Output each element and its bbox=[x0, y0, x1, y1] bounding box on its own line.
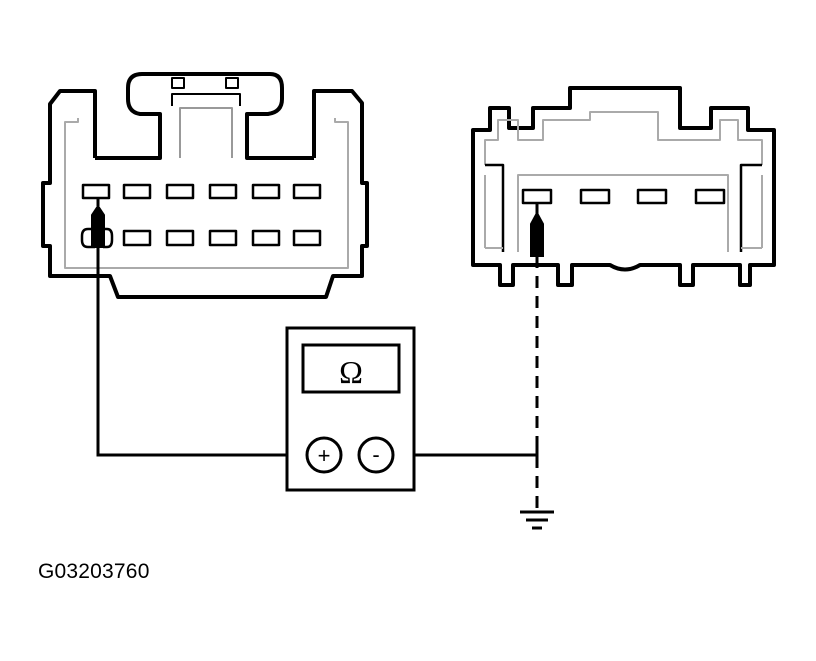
right-terminal-1 bbox=[521, 188, 553, 205]
left-connector bbox=[41, 72, 369, 299]
left-cavity-4 bbox=[208, 183, 238, 200]
left-connector-latch-window-2 bbox=[225, 77, 239, 89]
left-probe bbox=[91, 198, 105, 248]
negative-jack-label: - bbox=[372, 442, 379, 467]
right-connector-body bbox=[471, 86, 776, 287]
left-connector-body bbox=[41, 89, 369, 299]
left-cavity-7 bbox=[80, 227, 114, 249]
left-cavity-3 bbox=[165, 183, 195, 200]
left-cavity-10 bbox=[208, 229, 238, 247]
test-leads bbox=[96, 247, 539, 512]
right-connector-inner-outline bbox=[484, 111, 763, 165]
figure-id: G03203760 bbox=[38, 560, 150, 583]
left-cavity-2 bbox=[122, 183, 152, 200]
positive-jack bbox=[305, 436, 343, 474]
left-cavity-1 bbox=[81, 183, 111, 200]
right-connector-frame-shade bbox=[484, 174, 763, 252]
ohmmeter: Ω + - bbox=[285, 326, 416, 492]
right-terminal-3 bbox=[636, 188, 668, 205]
right-connector bbox=[471, 86, 776, 287]
right-terminal-4 bbox=[694, 188, 726, 205]
negative-jack bbox=[357, 436, 395, 474]
left-cavity-6 bbox=[292, 183, 322, 200]
left-connector-latch-slot bbox=[179, 107, 233, 158]
ohm-symbol: Ω bbox=[339, 354, 363, 390]
left-probe-tip bbox=[91, 204, 105, 248]
left-cavity-12 bbox=[292, 229, 322, 247]
right-terminal-2 bbox=[579, 188, 611, 205]
ground-icon bbox=[520, 510, 554, 530]
right-probe bbox=[530, 203, 544, 257]
ohmmeter-display bbox=[301, 343, 401, 394]
left-cavity-9 bbox=[165, 229, 195, 247]
left-cavity-5 bbox=[251, 183, 281, 200]
positive-lead-wire bbox=[96, 247, 308, 457]
left-cavity-8 bbox=[122, 229, 152, 247]
left-cavity-11 bbox=[251, 229, 281, 247]
left-connector-latch-window-1 bbox=[171, 77, 185, 89]
left-connector-latch bbox=[95, 72, 314, 160]
right-connector-terminal-frame bbox=[485, 163, 762, 252]
positive-jack-label: + bbox=[318, 443, 331, 468]
right-probe-tip bbox=[530, 210, 544, 257]
left-connector-latch-tab bbox=[171, 93, 241, 106]
left-connector-inner-outline bbox=[64, 118, 349, 269]
